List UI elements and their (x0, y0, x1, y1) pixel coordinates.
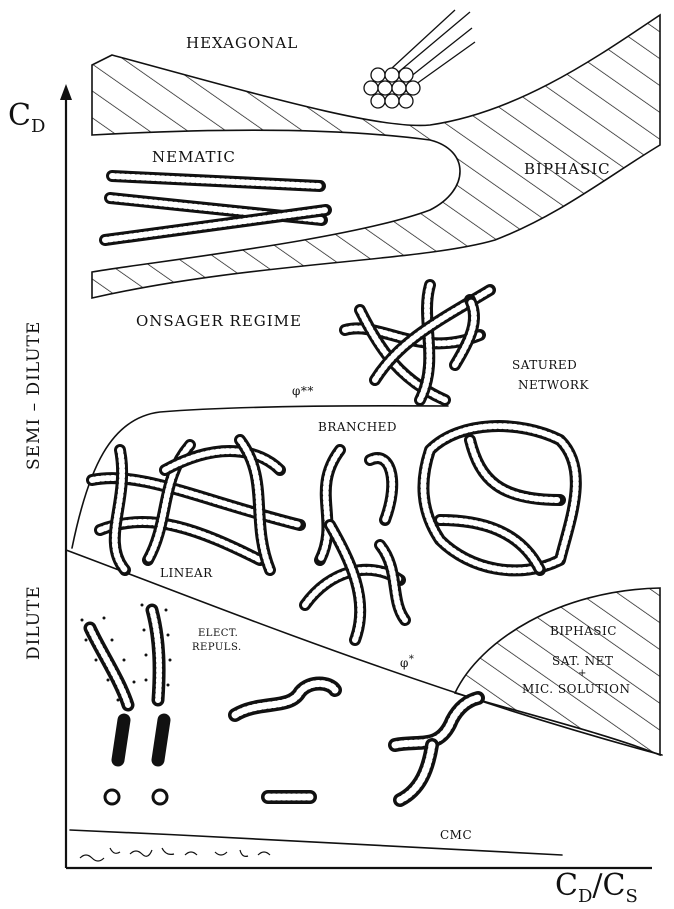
elect-label-2: REPULS. (192, 642, 242, 653)
nematic-rods (105, 176, 326, 240)
hexagonal-bundle-icon (364, 10, 475, 108)
unimers (80, 848, 270, 861)
hexagonal-label: HEXAGONAL (186, 34, 298, 52)
x-axis-label: CD/CS (555, 868, 638, 907)
biphasic-region-lower (455, 588, 660, 755)
cmc-label: CMC (440, 828, 472, 842)
semi-dilute-label: SEMI – DILUTE (24, 321, 44, 470)
y-axis (60, 84, 72, 868)
onsager-label: ONSAGER REGIME (136, 312, 302, 330)
elect-label-1: ELECT. (198, 628, 238, 639)
mic-solution-label: MIC. SOLUTION (522, 682, 630, 696)
short-worm-micelles (235, 684, 478, 801)
y-axis-label: CD (8, 98, 45, 137)
linear-label: LINEAR (160, 566, 213, 580)
saturated-label-2: NETWORK (518, 378, 589, 392)
branched-micelles (305, 450, 405, 640)
sat-net-label: SAT. NET (552, 654, 613, 668)
nematic-label: NEMATIC (152, 148, 236, 166)
saturated-network-cells (423, 426, 575, 570)
phi-double-star-label: φ** (292, 384, 314, 398)
biphasic-top-label: BIPHASIC (524, 160, 611, 178)
charged-rod-micelles (90, 610, 164, 760)
plus-label: + (578, 668, 587, 679)
saturated-label-1: SATURED (512, 358, 577, 372)
spherical-micelles (105, 790, 167, 804)
linear-network (92, 440, 300, 570)
phi-star-label: φ* (400, 654, 414, 670)
cmc-line (70, 830, 562, 855)
biphasic-bottom-label: BIPHASIC (550, 624, 617, 638)
dilute-label: DILUTE (24, 585, 44, 660)
branched-label: BRANCHED (318, 420, 397, 434)
saturated-network-cluster (345, 285, 490, 400)
